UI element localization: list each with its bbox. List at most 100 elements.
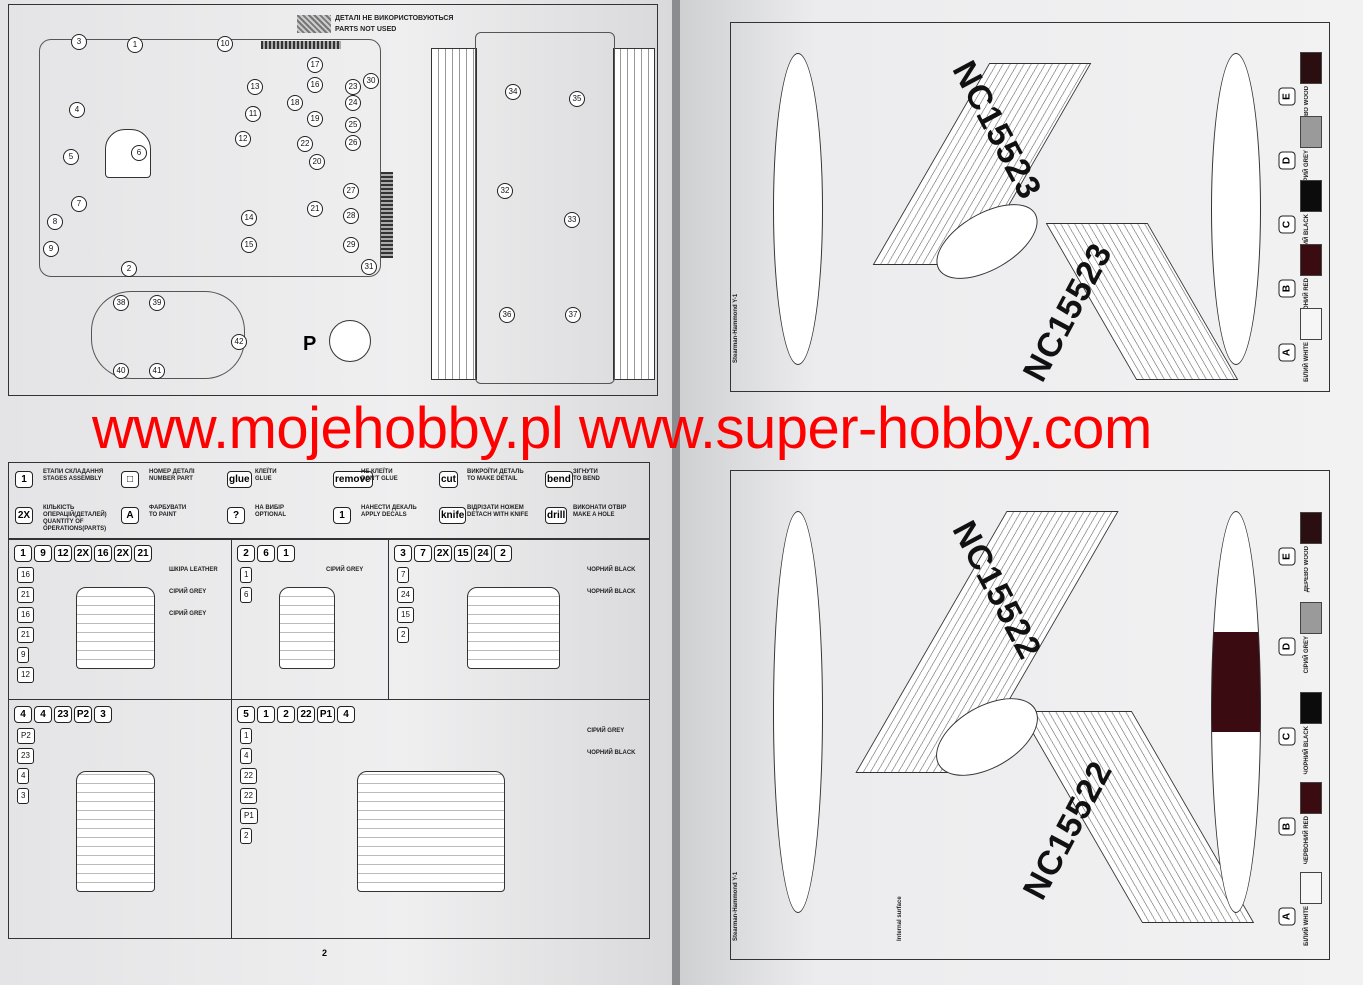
- color-label: ДЕРЕВО WOOD: [1304, 546, 1310, 592]
- legend-ua: ВІДРІЗАТИ НОЖЕМ: [467, 505, 524, 511]
- color-note: ЧОРНИЙ BLACK: [587, 750, 636, 756]
- part-number-39: 39: [149, 295, 165, 311]
- step-badge: 3: [94, 706, 112, 723]
- color-note: ШКІРА LEATHER: [169, 567, 218, 573]
- color-swatch-grey: [1300, 116, 1322, 148]
- part-callout: 16: [17, 567, 34, 583]
- part-number-17: 17: [307, 57, 323, 73]
- color-name-en: WOOD: [1304, 546, 1310, 566]
- step-badge: 21: [134, 545, 152, 562]
- part-number-3: 3: [71, 34, 87, 50]
- color-code: E: [1278, 547, 1296, 566]
- part-number-32: 32: [497, 183, 513, 199]
- step-badge: 16: [94, 545, 112, 562]
- step-badge: 1: [14, 545, 32, 562]
- color-name-en: RED: [1304, 278, 1310, 291]
- legend-ua: НОМЕР ДЕТАЛІ: [149, 469, 195, 475]
- legend-en: TO BEND: [573, 476, 600, 482]
- step-badge: 2: [237, 545, 255, 562]
- legend-icon: A: [121, 507, 139, 524]
- color-name-ua: ДЕРЕВО: [1304, 567, 1310, 593]
- step-badge: P1: [317, 706, 335, 723]
- unused-parts-swatch: [297, 15, 331, 33]
- color-name-en: WHITE: [1304, 906, 1310, 926]
- part-number-28: 28: [343, 208, 359, 224]
- part-callout: 9: [17, 647, 30, 663]
- assembly-drawing: [75, 587, 156, 669]
- side-view-fuselage: [773, 511, 823, 913]
- legend-en: APPLY DECALS: [361, 512, 407, 518]
- legend-ua: НЕ КЛЕЇТИ: [361, 469, 393, 475]
- part-number-20: 20: [309, 154, 325, 170]
- assembly-drawing: [278, 587, 336, 669]
- color-code: D: [1278, 637, 1296, 656]
- step-badge: P2: [74, 706, 92, 723]
- part-number-31: 31: [361, 259, 377, 275]
- legend-en: NUMBER PART: [149, 476, 193, 482]
- step-badge: 4: [34, 706, 52, 723]
- part-number-8: 8: [47, 214, 63, 230]
- legend-icon: 2X: [15, 507, 33, 524]
- part-number-34: 34: [505, 84, 521, 100]
- lower-wing-part: [431, 48, 477, 380]
- part-number-27: 27: [343, 183, 359, 199]
- color-swatch-wood: [1300, 512, 1322, 544]
- part-callout: 7: [397, 567, 410, 583]
- color-code: D: [1278, 151, 1296, 170]
- part-callout: 6: [240, 587, 253, 603]
- part-number-5: 5: [63, 149, 79, 165]
- legend-icon: ?: [227, 507, 245, 524]
- part-number-18: 18: [287, 95, 303, 111]
- part-number-15: 15: [241, 237, 257, 253]
- profile-panel-1: NC15523 NC15523 Stearman-Hammond Y-1: [730, 22, 1330, 392]
- step-badge: 2X: [114, 545, 132, 562]
- step-badge: 24: [474, 545, 492, 562]
- left-page: ДЕТАЛІ НЕ ВИКОРИСТОВУЮТЬСЯ PARTS NOT USE…: [0, 0, 672, 985]
- part-callout: 22: [240, 788, 257, 804]
- part-number-6: 6: [131, 145, 147, 161]
- page-number: 2: [322, 948, 328, 958]
- underside-fuselage: [1211, 53, 1261, 365]
- legend-en: MAKE A HOLE: [573, 512, 615, 518]
- part-number-14: 14: [241, 210, 257, 226]
- color-label: ЧОРНИЙ BLACK: [1304, 726, 1310, 775]
- legend-ua: НА ВИБІР: [255, 505, 284, 511]
- legend-en: DETACH WITH KNIFE: [467, 512, 529, 518]
- legend-icon: glue: [227, 471, 252, 488]
- part-number-24: 24: [345, 95, 361, 111]
- part-number-40: 40: [113, 363, 129, 379]
- step-badge: 2: [494, 545, 512, 562]
- assembly-drawing: [467, 587, 560, 669]
- step-badge: 23: [54, 706, 72, 723]
- step-badge: 6: [257, 545, 275, 562]
- part-callout: 3: [17, 788, 30, 804]
- part-number-13: 13: [247, 79, 263, 95]
- part-callout: 2: [240, 828, 253, 844]
- step-badge: 2X: [74, 545, 92, 562]
- inset-caption: Internal surface: [897, 896, 903, 941]
- part-callout: 22: [240, 768, 257, 784]
- right-page: NC15523 NC15523 Stearman-Hammond Y-1 NC1…: [680, 0, 1363, 985]
- step-badge: 1: [277, 545, 295, 562]
- step-badge: 7: [414, 545, 432, 562]
- part-callout: 16: [17, 607, 34, 623]
- part-number-37: 37: [565, 307, 581, 323]
- sprue-b-frame: [475, 32, 615, 384]
- part-number-12: 12: [235, 131, 251, 147]
